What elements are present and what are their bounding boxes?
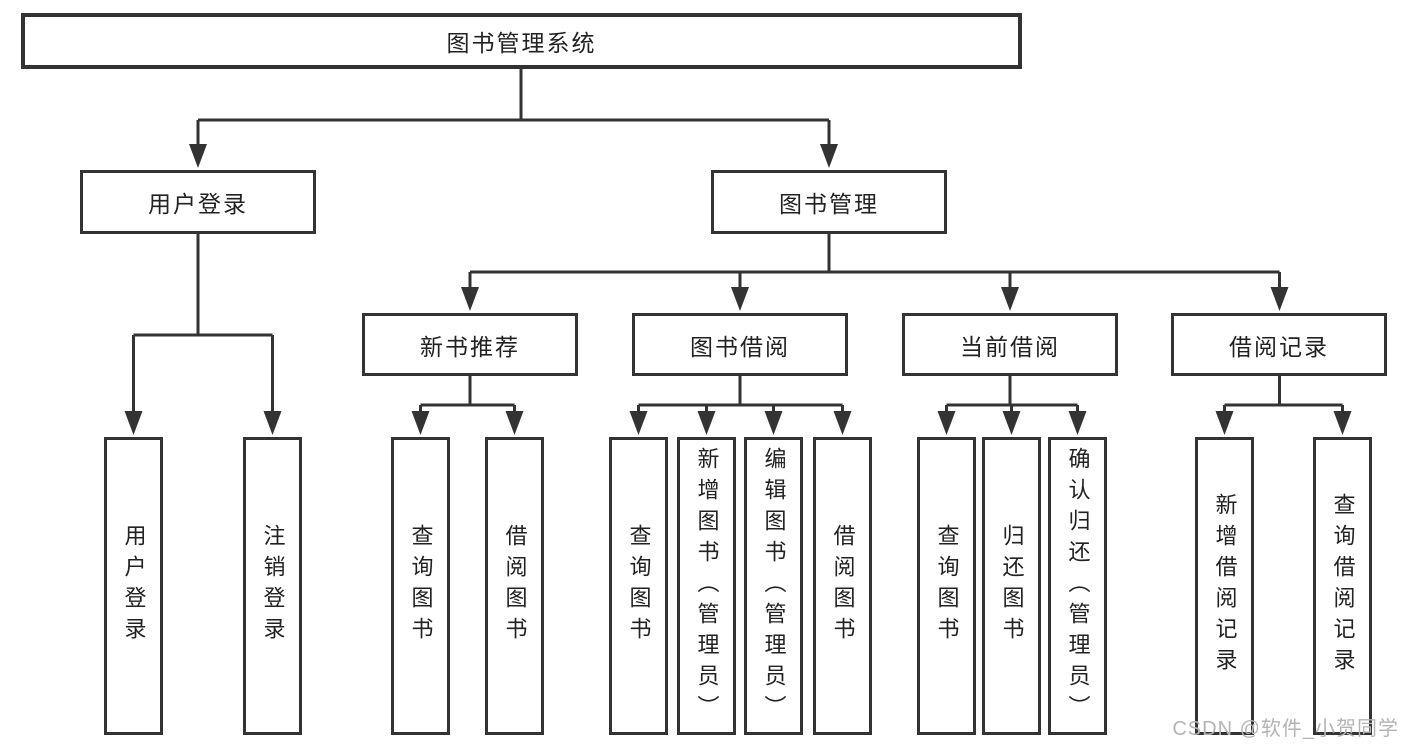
leaf-label: 借阅图书 <box>502 524 528 648</box>
leaf-query-book-3: 查询图书 <box>917 437 976 735</box>
leaf-user-login: 用户登录 <box>104 437 163 735</box>
leaf-label: 注销登录 <box>260 524 286 648</box>
node-label: 图书借阅 <box>690 333 790 360</box>
arrowheads <box>124 144 1352 435</box>
node-label: 新书推荐 <box>420 333 520 360</box>
leaf-label: 查询图书 <box>626 524 652 648</box>
leaf-label: 编辑图书（管理员） <box>761 446 787 726</box>
node-borrow-record: 借阅记录 <box>1171 313 1387 376</box>
node-new-book-recommend: 新书推荐 <box>362 313 578 376</box>
leaf-confirm-return-admin: 确认归还（管理员） <box>1048 437 1107 735</box>
node-user-login: 用户登录 <box>80 170 316 234</box>
leaf-label: 查询图书 <box>408 524 434 648</box>
node-book-management: 图书管理 <box>711 170 947 234</box>
leaf-label: 查询图书 <box>934 524 960 648</box>
leaf-add-borrow-record: 新增借阅记录 <box>1195 437 1254 735</box>
node-label: 图书管理 <box>779 191 879 217</box>
leaf-label: 确认归还（管理员） <box>1065 446 1091 726</box>
node-root-system: 图书管理系统 <box>21 13 1022 69</box>
leaf-return-book: 归还图书 <box>982 437 1041 735</box>
node-label: 当前借阅 <box>960 333 1060 360</box>
leaf-label: 查询借阅记录 <box>1330 493 1356 679</box>
leaf-label: 用户登录 <box>121 524 147 648</box>
node-current-borrow: 当前借阅 <box>902 313 1118 376</box>
leaf-label: 新增图书（管理员） <box>694 446 720 726</box>
leaf-label: 归还图书 <box>999 524 1025 648</box>
node-book-borrow: 图书借阅 <box>632 313 848 376</box>
leaf-label: 新增借阅记录 <box>1212 493 1238 679</box>
leaf-edit-book-admin: 编辑图书（管理员） <box>744 437 803 735</box>
leaf-query-borrow-record: 查询借阅记录 <box>1313 437 1372 735</box>
csdn-watermark: CSDN @软件_小贺同学 <box>1172 718 1399 740</box>
leaf-query-book-1: 查询图书 <box>391 437 450 735</box>
leaf-borrow-book-2: 借阅图书 <box>813 437 872 735</box>
leaf-borrow-book-1: 借阅图书 <box>485 437 544 735</box>
connector-rails <box>132 69 1344 413</box>
node-label: 图书管理系统 <box>446 30 597 56</box>
leaf-query-book-2: 查询图书 <box>609 437 668 735</box>
node-label: 用户登录 <box>148 191 248 217</box>
leaf-add-book-admin: 新增图书（管理员） <box>677 437 736 735</box>
node-label: 借阅记录 <box>1229 333 1329 360</box>
leaf-logout: 注销登录 <box>243 437 302 735</box>
leaf-label: 借阅图书 <box>830 524 856 648</box>
